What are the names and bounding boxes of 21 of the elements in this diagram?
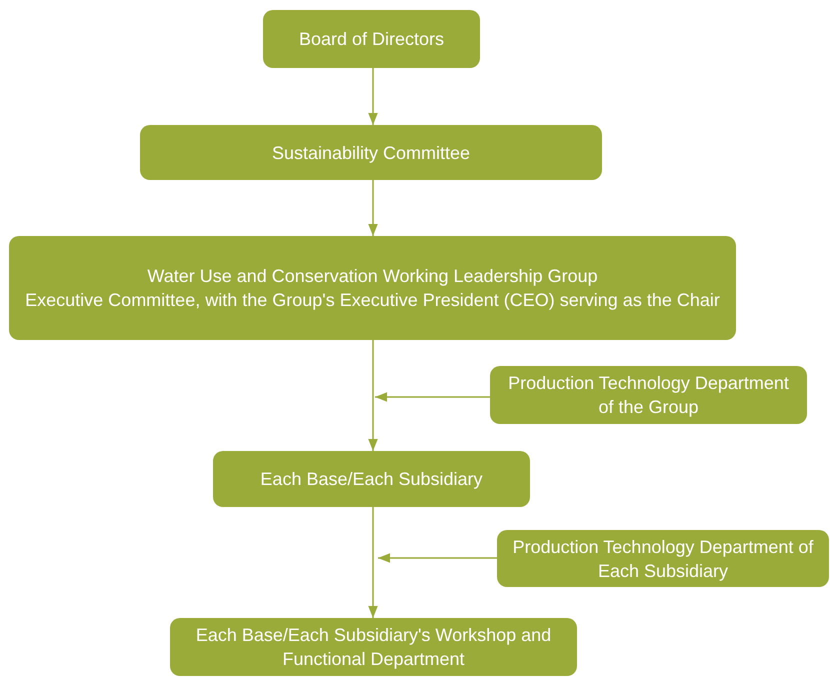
box-label: Board of Directors [298,28,444,51]
box-label: Each Base/Each Subsidiary's Workshop and Functional Department [194,624,552,671]
org-box [9,236,736,340]
box-label: Production Technology Department of the Group [507,372,790,419]
org-box [170,618,577,676]
org-box [213,451,530,507]
org-box [263,10,480,68]
arrow [368,180,378,236]
arrow [368,507,378,618]
box-label: Production Technology Department of Each Subsidiary [512,536,814,582]
org-box [490,366,807,424]
box-label: Each Base/Each Subsidiary [260,468,483,491]
box-label: Water Use and Conservation Working Leadership Group [147,265,598,288]
org-box [140,125,602,180]
arrow [368,68,378,125]
org-box [497,530,829,587]
arrow [375,392,490,402]
box-label: Executive Committee, with the Group's Executive President (CEO) serving as the Chair [25,289,720,312]
box-label: Sustainability Committee [272,142,470,164]
arrow [378,553,497,563]
arrow [368,340,378,451]
